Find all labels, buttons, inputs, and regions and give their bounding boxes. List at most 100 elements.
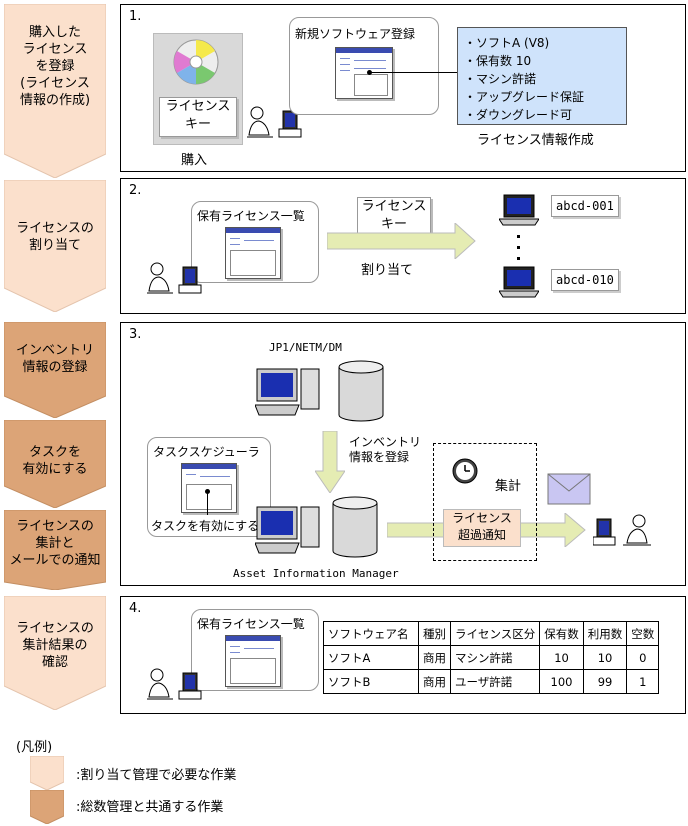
table-row: ソフトA 商用 マシン許諾 10 10 0 — [323, 645, 660, 670]
held-list-window — [225, 227, 281, 279]
info-item-5: ・ダウングレード可 — [464, 108, 573, 122]
step-4-label: タスクを 有効にする — [22, 445, 88, 477]
step-5-shape — [4, 510, 106, 590]
clock-icon — [452, 458, 478, 484]
user-at-pc-icon — [593, 514, 651, 546]
step-3-label: インベントリ 情報の登録 — [15, 343, 94, 375]
legend-dark-swatch — [30, 790, 64, 824]
table-row: ソフトB 商用 ユーザ許諾 100 99 1 — [323, 669, 660, 694]
registration-window — [335, 47, 393, 99]
step-2-shape — [4, 180, 106, 312]
database-icon — [332, 496, 378, 558]
connector-line — [369, 72, 457, 73]
step-5-label: ライセンスの 集計と メールでの通知 — [9, 519, 101, 568]
notice-box: ライセンス 超過通知 — [443, 509, 521, 547]
table-cell: ソフトA — [323, 645, 419, 670]
scheduler-window — [181, 463, 237, 513]
held-list-label: 保有ライセンス一覧 — [197, 209, 305, 223]
step-6-label: ライセンスの 集計結果の 確認 — [16, 621, 94, 670]
legend-dark-label: :総数管理と共通する作業 — [76, 800, 224, 815]
connector-dot — [367, 70, 372, 75]
purchase-label: 購入 — [181, 153, 208, 168]
inventory-label: インベントリ 情報を登録 — [349, 435, 422, 464]
table-header: ライセンス区分 — [449, 621, 541, 646]
step-1-label: 購入した ライセンス を登録 (ライセンス 情報の作成) — [19, 25, 91, 108]
product-label: JP1/NETM/DM — [269, 341, 342, 354]
table-cell: 100 — [539, 669, 584, 694]
new-software-label: 新規ソフトウェア登録 — [295, 27, 416, 41]
scheduler-pointer — [207, 491, 208, 515]
server-pc-icon — [255, 368, 320, 416]
register-arrow — [315, 431, 345, 493]
info-item-4: ・アップグレード保証 — [464, 90, 585, 104]
license-key-card: ライセンス キー — [159, 97, 237, 137]
table-cell: 0 — [626, 645, 660, 670]
scheduler-pointer-dot — [205, 489, 210, 494]
table-header: ソフトウェア名 — [323, 621, 419, 646]
panel-4-number: 4. — [129, 601, 142, 616]
held-list-label: 保有ライセンス一覧 — [197, 617, 305, 631]
table-cell: 10 — [539, 645, 584, 670]
step-4-shape — [4, 420, 106, 508]
legend-light-label: :割り当て管理で必要な作業 — [76, 768, 237, 783]
assign-arrow — [327, 223, 476, 259]
pc-tag-last: abcd-010 — [551, 269, 619, 291]
tally-dashed-box — [433, 443, 537, 561]
user-at-pc-icon — [147, 262, 202, 294]
enable-task-label: タスクを有効にする — [151, 519, 260, 533]
license-table: ソフトウェア名 種別 ライセンス区分 保有数 利用数 空数 ソフトA 商用 マシ… — [323, 621, 660, 694]
panel-2: 2. 保有ライセンス一覧 ライセンス キー 割り当て abcd-001 abcd… — [120, 178, 686, 314]
panel-1: 1. ライセンス キー 購入 新規ソフトウェア登録 ・ソフトA (V8) ・保有… — [120, 4, 686, 172]
table-header: 保有数 — [539, 621, 584, 646]
step-2-chevron: ライセンスの 割り当て — [4, 180, 106, 312]
step-1-chevron: 購入した ライセンス を登録 (ライセンス 情報の作成) — [4, 4, 106, 178]
cd-icon — [173, 39, 219, 85]
table-cell: マシン許諾 — [449, 645, 541, 670]
table-header-row: ソフトウェア名 種別 ライセンス区分 保有数 利用数 空数 — [323, 621, 660, 646]
license-key-card: ライセンス キー — [357, 197, 431, 235]
step-5-chevron: ライセンスの 集計と メールでの通知 — [4, 510, 106, 590]
ellipsis-dots — [517, 235, 521, 263]
step-2-label: ライセンスの 割り当て — [16, 221, 94, 253]
step-4-chevron: タスクを 有効にする — [4, 420, 106, 508]
step-6-shape — [4, 596, 106, 710]
table-cell: 1 — [626, 669, 660, 694]
table-cell: 商用 — [418, 669, 451, 694]
info-item-2: ・保有数 10 — [464, 54, 532, 68]
step-3-shape — [4, 322, 106, 418]
mail-icon — [547, 473, 591, 505]
scheduler-label: タスクスケジューラ — [153, 445, 260, 459]
database-icon — [338, 360, 384, 422]
panel-4: 4. 保有ライセンス一覧 ソフトウェア名 種別 ライセンス区分 保有数 利用数 … — [120, 596, 686, 714]
info-item-1: ・ソフトA (V8) — [464, 36, 550, 50]
assign-label: 割り当て — [361, 263, 414, 278]
table-header: 種別 — [418, 621, 451, 646]
held-list-window — [225, 635, 281, 687]
step-6-chevron: ライセンスの 集計結果の 確認 — [4, 596, 106, 710]
legend-title: (凡例) — [16, 740, 53, 755]
info-caption: ライセンス情報作成 — [477, 133, 594, 148]
pc-tag-first: abcd-001 — [551, 195, 619, 217]
panel-2-number: 2. — [129, 183, 142, 198]
table-cell: 商用 — [418, 645, 451, 670]
step-3-chevron: インベントリ 情報の登録 — [4, 322, 106, 418]
table-cell: ユーザ許諾 — [449, 669, 541, 694]
aim-pc-icon — [255, 506, 320, 554]
info-item-3: ・マシン許諾 — [464, 72, 537, 86]
panel-3: 3. JP1/NETM/DM インベントリ 情報を登録 タスクスケジューラ タス… — [120, 322, 686, 586]
table-header: 空数 — [626, 621, 660, 646]
tally-label: 集計 — [495, 479, 522, 494]
laptop-icon — [499, 266, 539, 298]
step-1-shape — [4, 4, 106, 178]
aim-label: Asset Information Manager — [233, 567, 399, 580]
legend-light-swatch — [30, 756, 64, 790]
panel-1-number: 1. — [129, 9, 142, 24]
license-info-box: ・ソフトA (V8) ・保有数 10 ・マシン許諾 ・アップグレード保証 ・ダウ… — [457, 27, 627, 125]
table-cell: ソフトB — [323, 669, 419, 694]
laptop-icon — [499, 194, 539, 226]
panel-3-number: 3. — [129, 327, 142, 342]
user-at-pc-icon — [247, 106, 302, 138]
table-cell: 10 — [582, 645, 628, 670]
user-at-pc-icon — [147, 668, 202, 700]
table-header: 利用数 — [582, 621, 628, 646]
